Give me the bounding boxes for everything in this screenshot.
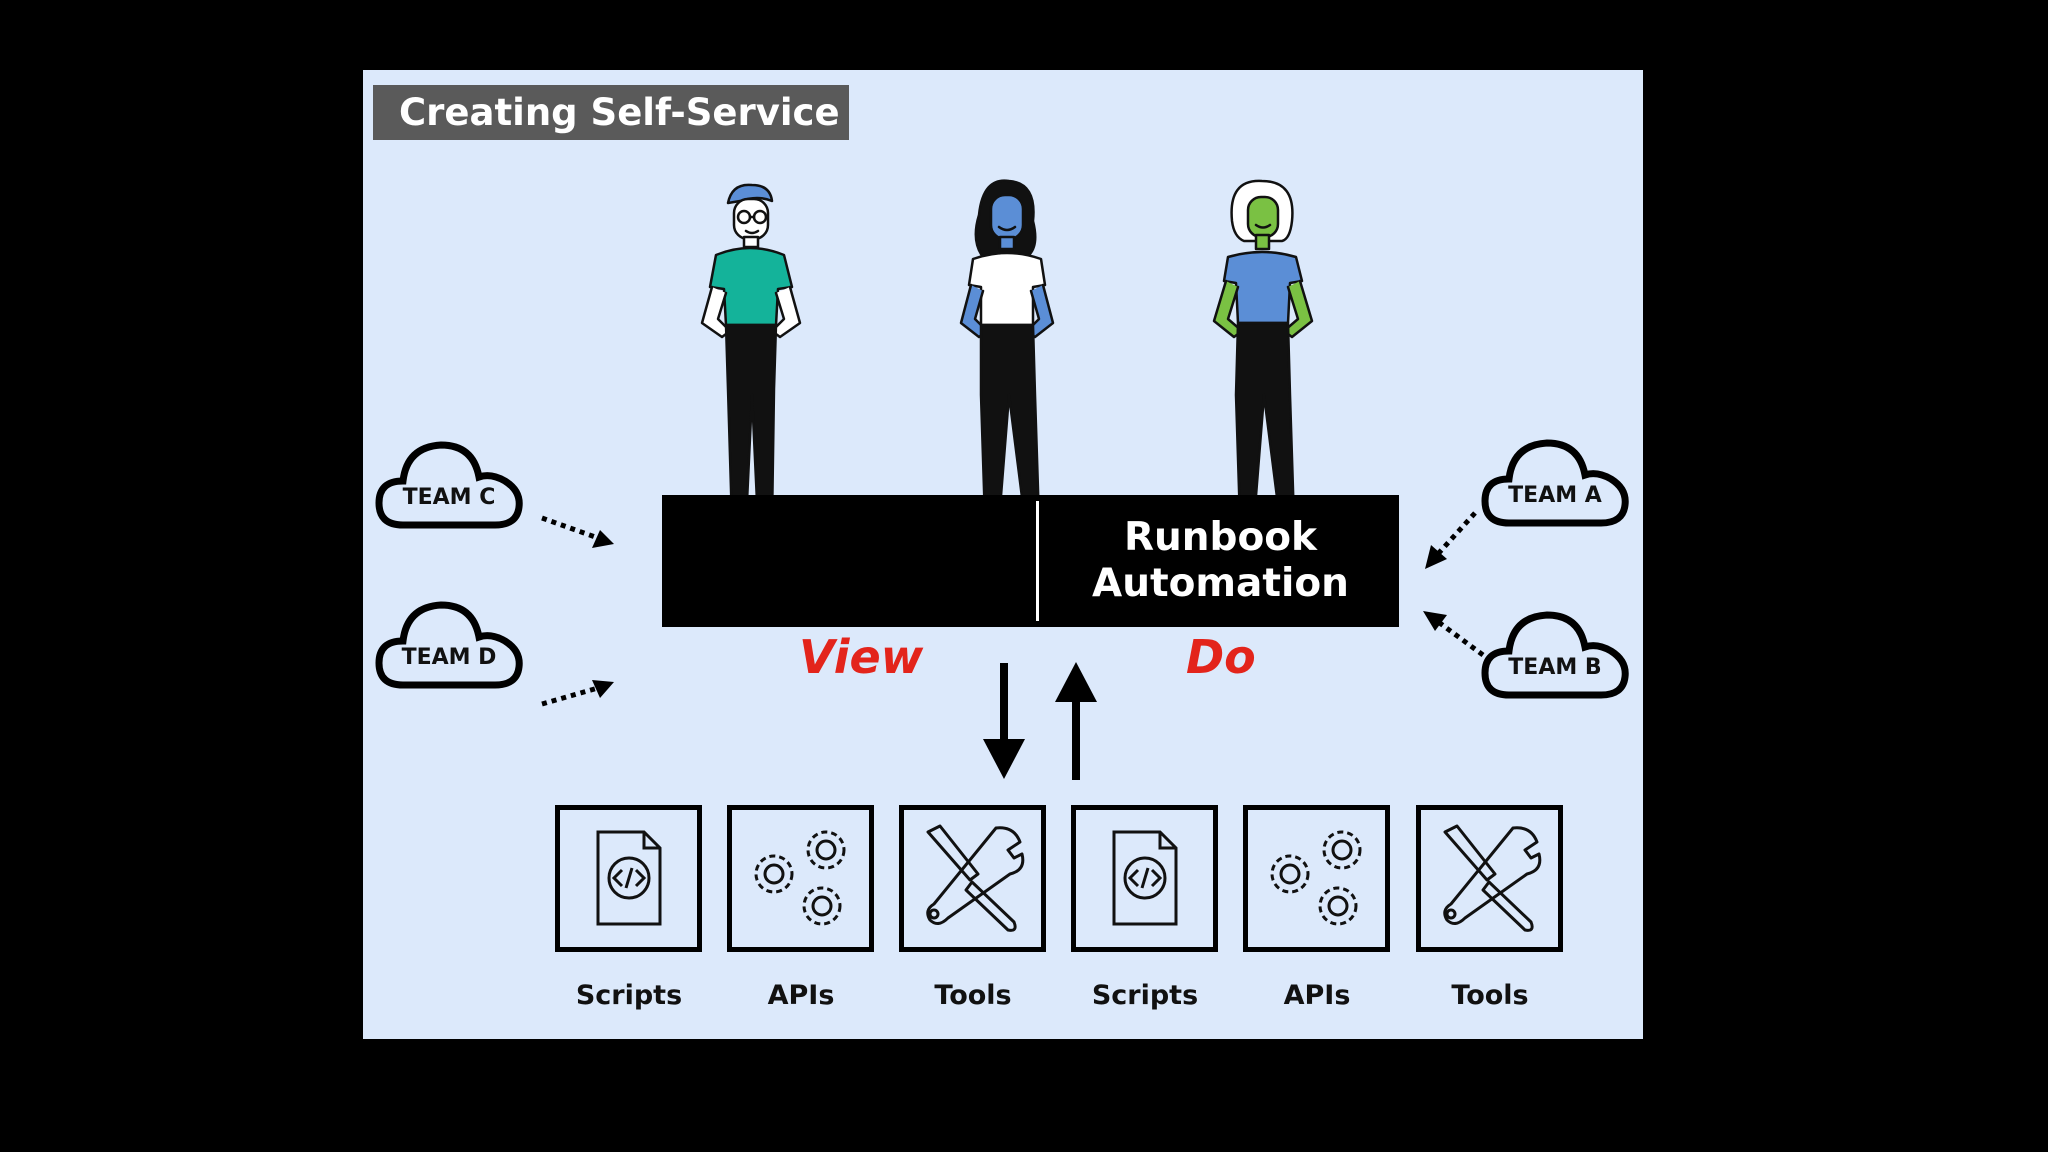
cloud-team-d: TEAM D [373,595,525,695]
view-label: View [799,630,924,684]
cloud-icon [1481,439,1629,527]
tools-icon [1443,824,1542,932]
central-bar: Runbook Automation [662,495,1399,627]
cloud-icon [375,601,523,689]
person-icon [700,183,802,537]
slide: Creating Self-Service [363,70,1643,1039]
gears-icon [1270,830,1362,926]
page-title: Creating Self-Service [373,85,849,140]
cloud-team-a: TEAM A [1479,433,1631,533]
person-icon [1212,179,1314,537]
tools-tile [1416,805,1563,952]
scripts-tile [1071,805,1218,952]
cloud-icon [1481,611,1629,699]
cloud-icon [375,441,523,529]
tools-tile [899,805,1046,952]
cloud-team-b: TEAM B [1479,605,1631,705]
tile-label: APIs [1283,980,1351,1011]
do-label: Do [1186,630,1256,684]
dotted-arrow-icon [541,680,614,707]
runbook-automation-label: Runbook Automation [1092,515,1349,606]
arrow-up-icon [1055,662,1097,780]
arrow-down-icon [983,663,1025,779]
script-code-icon [1112,830,1178,926]
dotted-arrow-icon [1425,511,1477,569]
dotted-arrow-icon [1423,611,1485,658]
tile-label: Tools [934,980,1012,1011]
tile-label: Scripts [575,980,683,1011]
bar-divider [1036,501,1039,621]
tile-label: Scripts [1091,980,1199,1011]
cloud-team-c: TEAM C [373,435,525,535]
gears-icon [754,830,846,926]
dotted-arrow-icon [541,515,614,548]
tools-icon [926,824,1025,932]
person-icon [959,179,1055,537]
scripts-tile [555,805,702,952]
tile-label: APIs [767,980,835,1011]
cloud-label: TEAM C [402,485,496,510]
tile-label: Tools [1451,980,1529,1011]
apis-tile [1243,805,1390,952]
script-code-icon [596,830,662,926]
cloud-label: TEAM A [1508,483,1602,508]
apis-tile [727,805,874,952]
cloud-label: TEAM D [401,645,497,670]
cloud-label: TEAM B [1508,655,1602,680]
